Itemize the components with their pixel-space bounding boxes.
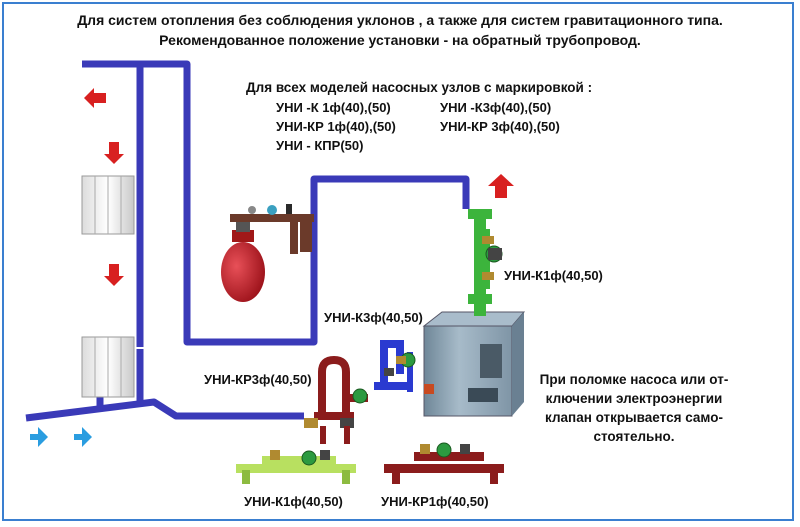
safety-group-manifold xyxy=(230,204,314,254)
valve-note-line-1: При поломке насоса или от- xyxy=(539,372,729,387)
pump-unit-k1-bottom xyxy=(236,450,356,484)
pump-unit-k1-top xyxy=(468,209,503,316)
valve-note-line-4: стоятельно. xyxy=(593,429,675,444)
model-item-1: УНИ -К 1ф(40),(50) xyxy=(276,100,391,115)
valve-note-line-3: клапан открывается само- xyxy=(545,410,723,425)
model-item-5: УНИ - КПР(50) xyxy=(276,138,364,153)
heating-schematic xyxy=(25,60,526,484)
pump-unit-kr3 xyxy=(304,355,368,444)
radiator-lower xyxy=(81,336,135,398)
pump-unit-k3 xyxy=(374,340,416,392)
boiler xyxy=(422,311,526,417)
label-uni-k3: УНИ-К3ф(40,50) xyxy=(324,310,423,325)
hot-flow-arrows xyxy=(84,88,514,286)
models-intro: Для всех моделей насосных узлов с маркир… xyxy=(246,80,593,95)
diagram-frame: Для систем отопления без соблюдения укло… xyxy=(2,2,794,521)
valve-note: При поломке насоса или от- ключении элек… xyxy=(524,370,744,446)
model-item-3: УНИ-КР 1ф(40),(50) xyxy=(276,119,396,134)
valve-note-line-2: ключении электроэнергии xyxy=(545,391,723,406)
label-uni-kr3: УНИ-КР3ф(40,50) xyxy=(204,372,312,387)
model-item-4: УНИ-КР 3ф(40),(50) xyxy=(440,119,560,134)
expansion-tank xyxy=(221,220,265,302)
cold-flow-arrows xyxy=(30,427,92,447)
model-item-2: УНИ -К3ф(40),(50) xyxy=(440,100,552,115)
radiator-upper xyxy=(81,175,135,235)
supply-pipe xyxy=(82,60,470,347)
header-line-2: Рекомендованное положение установки - на… xyxy=(159,32,641,48)
header-line-1: Для систем отопления без соблюдения укло… xyxy=(77,12,723,28)
label-uni-k1-bottom: УНИ-К1ф(40,50) xyxy=(244,494,343,509)
label-uni-k1-top: УНИ-К1ф(40,50) xyxy=(504,268,603,283)
pump-unit-kr1 xyxy=(384,442,504,484)
label-uni-kr1: УНИ-КР1ф(40,50) xyxy=(381,494,489,509)
